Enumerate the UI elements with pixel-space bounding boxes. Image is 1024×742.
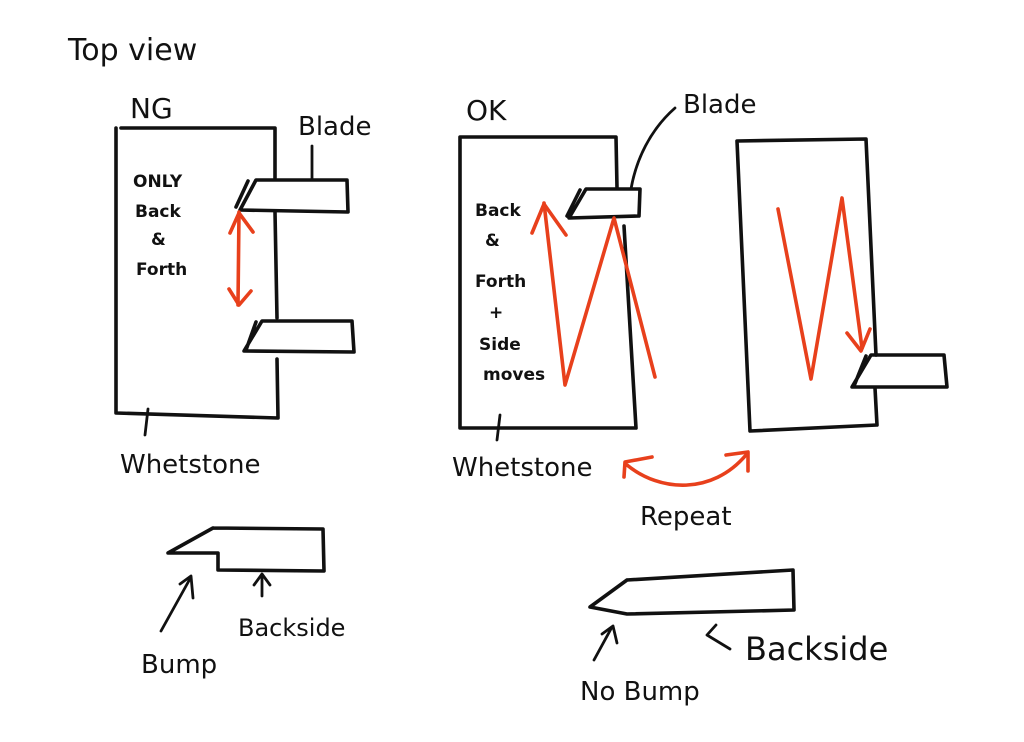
zigzag-arrow-left (530, 201, 657, 387)
ng-stone-label: Whetstone (120, 450, 261, 480)
no-bump-label: No Bump (580, 677, 700, 707)
svg-text:Back: Back (135, 202, 182, 222)
bump-pointer-arrow (159, 574, 195, 633)
ng-note: ONLY Back & Forth (133, 172, 187, 280)
ok-blade-label: Blade (683, 90, 757, 120)
ng-whetstone (114, 126, 280, 420)
ok-whetstone-right (735, 137, 879, 433)
ok-heading: OK (466, 94, 507, 127)
ng-panel: NG Blade Whetstone ONLY Back & Forth (114, 92, 372, 480)
svg-text:Back: Back (475, 201, 522, 221)
zigzag-arrow-right (776, 196, 872, 381)
ok-panel: OK Blade Whetstone Back & Forth + Side m… (452, 90, 949, 532)
ng-whetstone-pointer (143, 407, 150, 437)
ok-blade-pointer (629, 106, 677, 191)
ng-blade-label: Blade (298, 112, 372, 142)
ok-whetstone-pointer (495, 413, 502, 442)
bump-backside-label: Backside (238, 614, 345, 642)
svg-text:Side: Side (479, 335, 521, 355)
svg-text:&: & (151, 230, 166, 250)
no-bump-pointer-arrow (592, 624, 619, 662)
bump-label: Bump (141, 650, 217, 680)
ok-whetstone-left (458, 135, 638, 430)
svg-text:+: + (489, 303, 503, 323)
title: Top view (67, 33, 197, 68)
ng-heading: NG (130, 92, 173, 125)
back-and-forth-arrow (227, 210, 255, 307)
ok-note: Back & Forth + Side moves (475, 201, 545, 385)
svg-text:Forth: Forth (136, 260, 187, 280)
no-bump-backside-label: Backside (745, 630, 888, 668)
ok-blade (565, 187, 642, 220)
repeat-label: Repeat (640, 502, 732, 532)
svg-text:moves: moves (483, 365, 545, 385)
blade-without-bump: Backside No Bump (580, 568, 888, 707)
svg-text:Forth: Forth (475, 272, 526, 292)
blade-with-bump: Backside Bump (141, 526, 345, 680)
ok-stone-label: Whetstone (452, 453, 593, 483)
bumped-blade-outline (166, 526, 326, 573)
ng-blade-top (234, 178, 350, 214)
ng-blade-bottom (242, 319, 356, 354)
svg-text:&: & (485, 231, 500, 251)
ok-blade-right (850, 353, 949, 389)
svg-text:ONLY: ONLY (133, 172, 183, 192)
backside-pointer-arrow (252, 572, 272, 598)
no-bump-backside-pointer-arrow (705, 623, 732, 651)
repeat-arrow (622, 450, 750, 487)
clean-blade-outline (588, 568, 796, 616)
